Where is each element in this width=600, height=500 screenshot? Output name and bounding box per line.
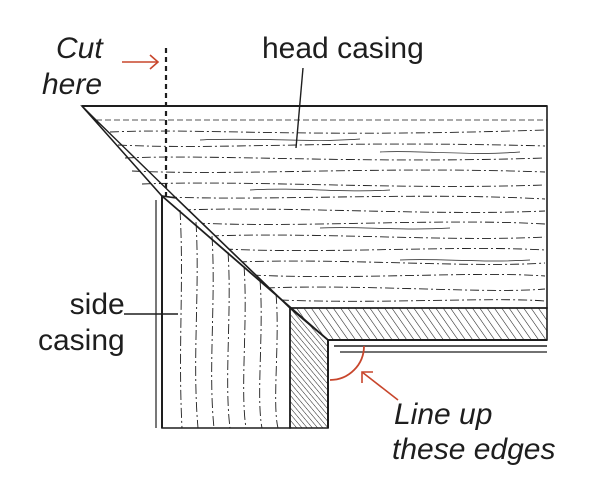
cut-label-line2: here (42, 68, 103, 101)
miter-joint-line (161, 195, 329, 341)
cut-here-label: Cut here (42, 34, 103, 100)
head-casing-label: head casing (262, 32, 424, 65)
head-casing-leader (295, 67, 304, 149)
side-label-line1: side (69, 288, 125, 321)
lineup-label-line1: Line up (394, 398, 493, 431)
head-casing-shape (80, 105, 548, 309)
cut-arrow-icon (122, 54, 160, 70)
lineup-arrow-icon (361, 371, 399, 401)
alignment-arc-icon (329, 345, 365, 381)
lineup-label-line2: these edges (392, 433, 556, 466)
side-casing-label: side casing (38, 290, 125, 356)
side-label-line2: casing (38, 324, 125, 357)
line-up-edges-label: Line up these edges (392, 400, 555, 465)
cut-label-line1: Cut (56, 32, 103, 65)
